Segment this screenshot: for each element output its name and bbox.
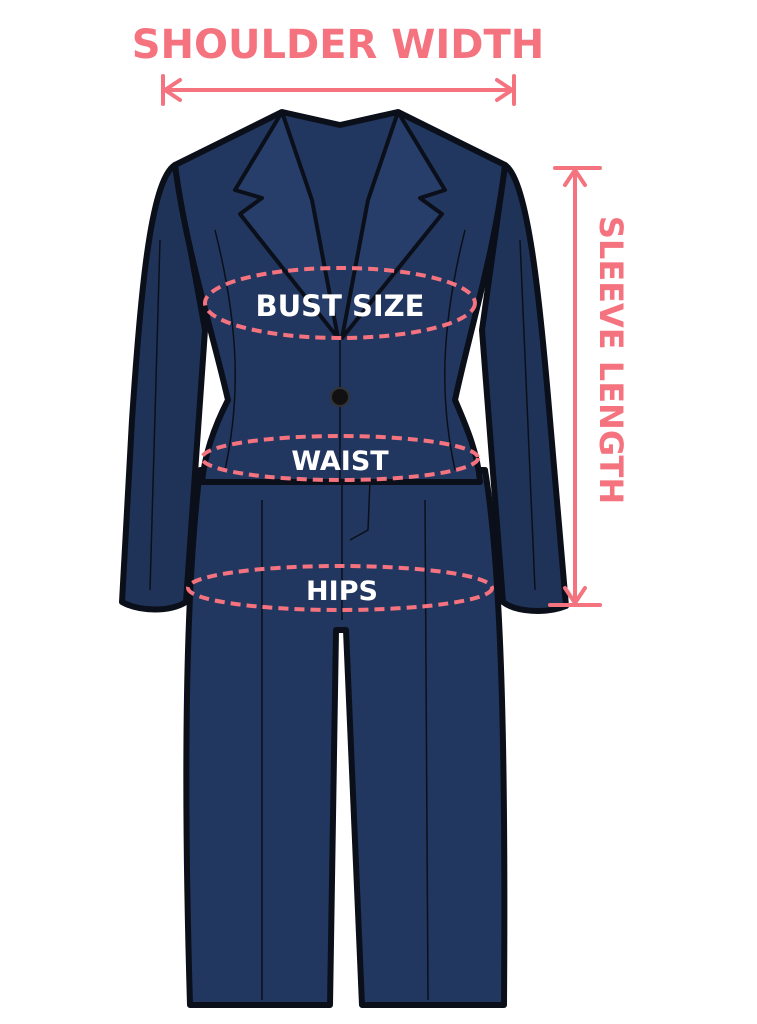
- jacket-seams: [149, 229, 536, 591]
- left-sleeve: [119, 162, 208, 613]
- hips-measure-ring: [186, 564, 494, 612]
- trousers: [183, 467, 508, 1008]
- bust-size-label: BUST SIZE: [256, 289, 425, 323]
- jacket-button: [330, 387, 350, 407]
- hips-label: HIPS: [306, 576, 378, 607]
- sleeve-length-label: SLEEVE LENGTH: [592, 216, 630, 504]
- waist-measure-ring: [200, 434, 480, 482]
- sleeve-length-arrow: [548, 166, 602, 607]
- trouser-crease-right: [424, 499, 429, 1001]
- left-lapel: [233, 110, 340, 340]
- right-sleeve: [479, 162, 569, 614]
- shoulder-width-label: SHOULDER WIDTH: [132, 22, 544, 68]
- bust-measure-ring: [203, 266, 477, 340]
- trouser-fly: [341, 479, 371, 620]
- right-lapel: [340, 110, 447, 340]
- shoulder-width-arrow: [161, 74, 516, 106]
- waist-label: WAIST: [291, 446, 389, 477]
